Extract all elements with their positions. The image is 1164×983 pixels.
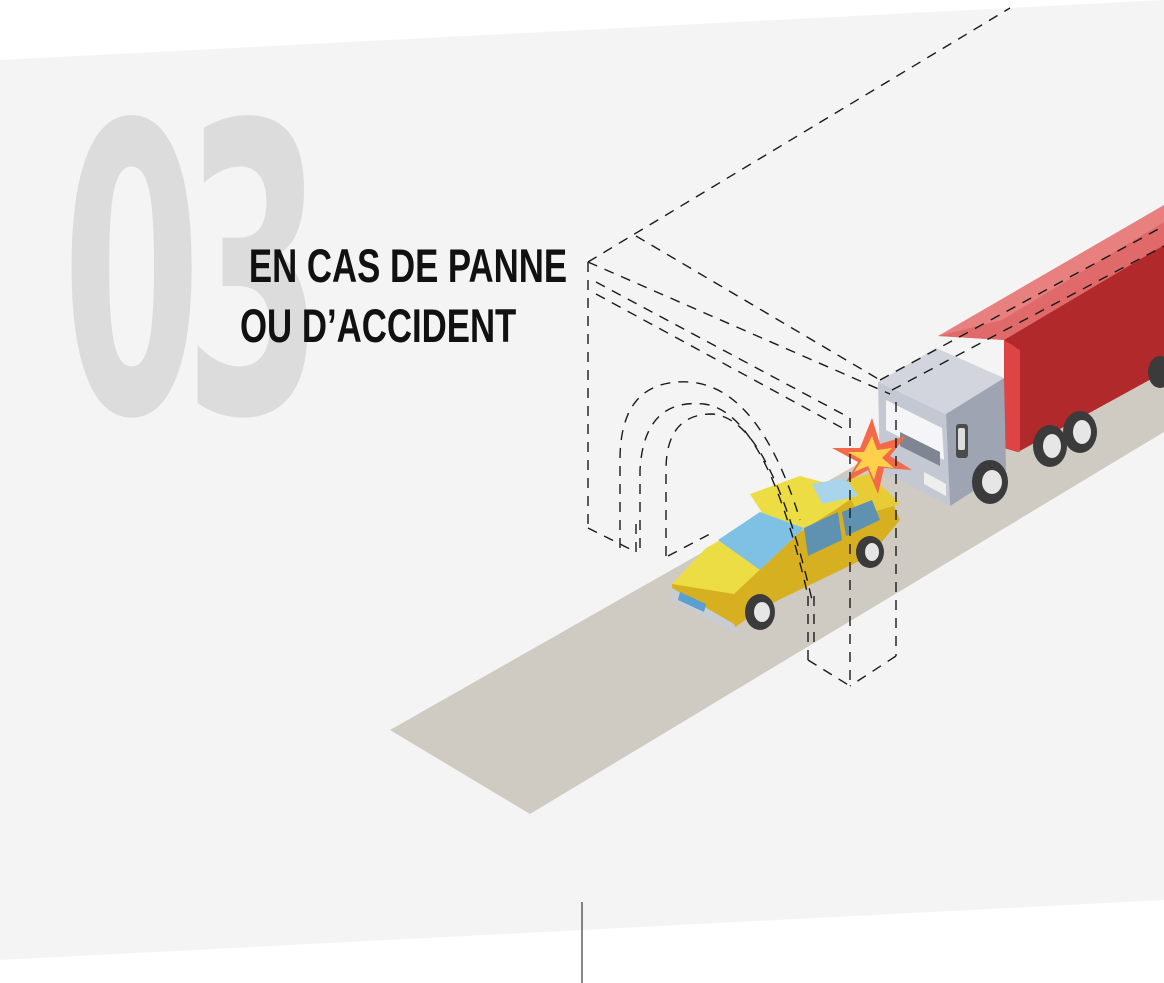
section-title-line-1: EN CAS DE PANNE xyxy=(248,239,568,292)
explosion-icon xyxy=(832,418,912,494)
section-title-line-2: OU D’ACCIDENT xyxy=(240,299,517,352)
section-title: EN CAS DE PANNE OU D’ACCIDENT xyxy=(240,236,567,356)
truck-icon xyxy=(878,205,1164,506)
tunnel-outline xyxy=(587,7,1164,688)
car-icon xyxy=(670,474,900,634)
section-number: 03 xyxy=(62,42,323,507)
background-panel xyxy=(0,0,1164,960)
